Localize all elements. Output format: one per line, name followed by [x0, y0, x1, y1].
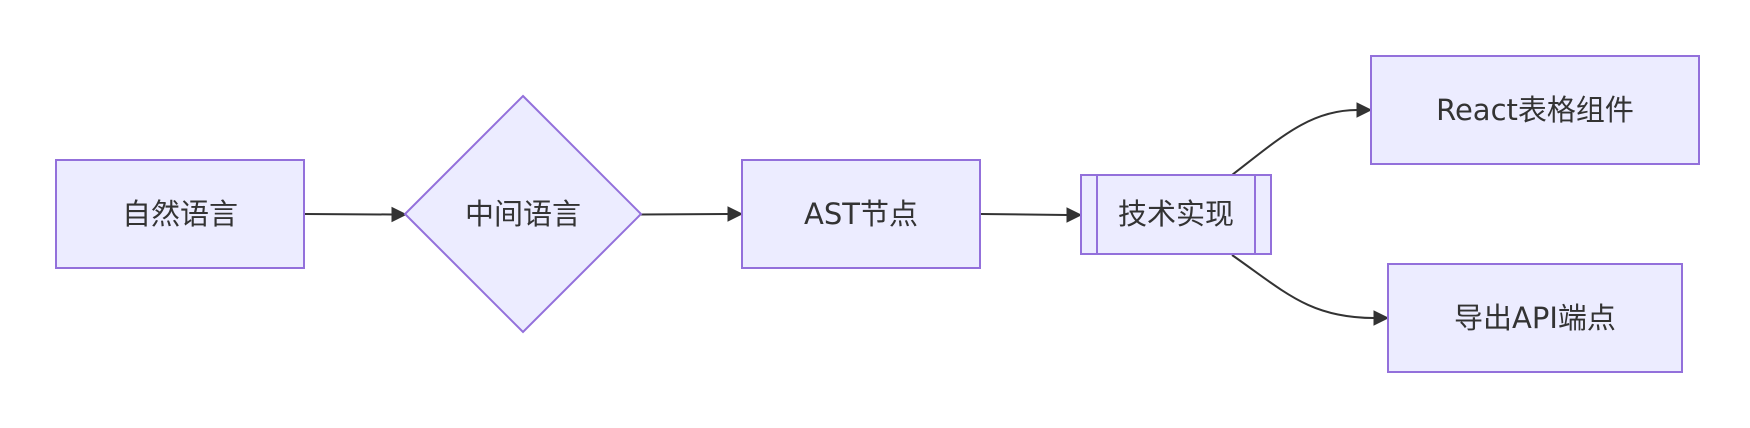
- arrowhead-intermediate-to-ast: [727, 206, 744, 222]
- node-ast-box: [741, 159, 981, 269]
- node-intermediate-language-label: 中间语言: [465, 197, 581, 231]
- node-export-api-box: [1387, 263, 1683, 373]
- node-export-api-label: 导出API端点: [1454, 301, 1616, 335]
- arrowhead-ast-to-tech: [1066, 207, 1083, 223]
- arrowhead-natural-to-intermediate: [391, 206, 408, 223]
- node-natural-language-label: 自然语言: [122, 197, 238, 231]
- node-intermediate-language: 中间语言: [403, 94, 643, 334]
- edges: [304, 102, 1390, 326]
- node-natural-language: 自然语言: [55, 159, 305, 269]
- arrowhead-tech-to-export: [1373, 310, 1390, 326]
- node-ast-label: AST节点: [804, 197, 918, 231]
- node-export-api: 导出API端点: [1387, 263, 1683, 373]
- node-natural-language-box: [55, 159, 305, 269]
- node-react-table-box: [1370, 55, 1700, 165]
- node-tech-impl-box: [1080, 174, 1272, 255]
- node-tech-impl: 技术实现: [1080, 174, 1272, 255]
- node-react-table: React表格组件: [1370, 55, 1700, 165]
- edge-tech-to-export: [1231, 254, 1375, 319]
- node-tech-impl-label: 技术实现: [1118, 197, 1234, 231]
- node-ast: AST节点: [741, 159, 981, 269]
- edge-ast-to-tech: [980, 213, 1068, 216]
- edge-tech-to-react: [1231, 109, 1358, 176]
- node-intermediate-language-diamond: [403, 94, 643, 334]
- edge-intermediate-to-ast: [639, 213, 729, 216]
- edge-natural-to-intermediate: [304, 213, 393, 216]
- arrowhead-tech-to-react: [1356, 102, 1373, 118]
- node-react-table-label: React表格组件: [1436, 93, 1634, 127]
